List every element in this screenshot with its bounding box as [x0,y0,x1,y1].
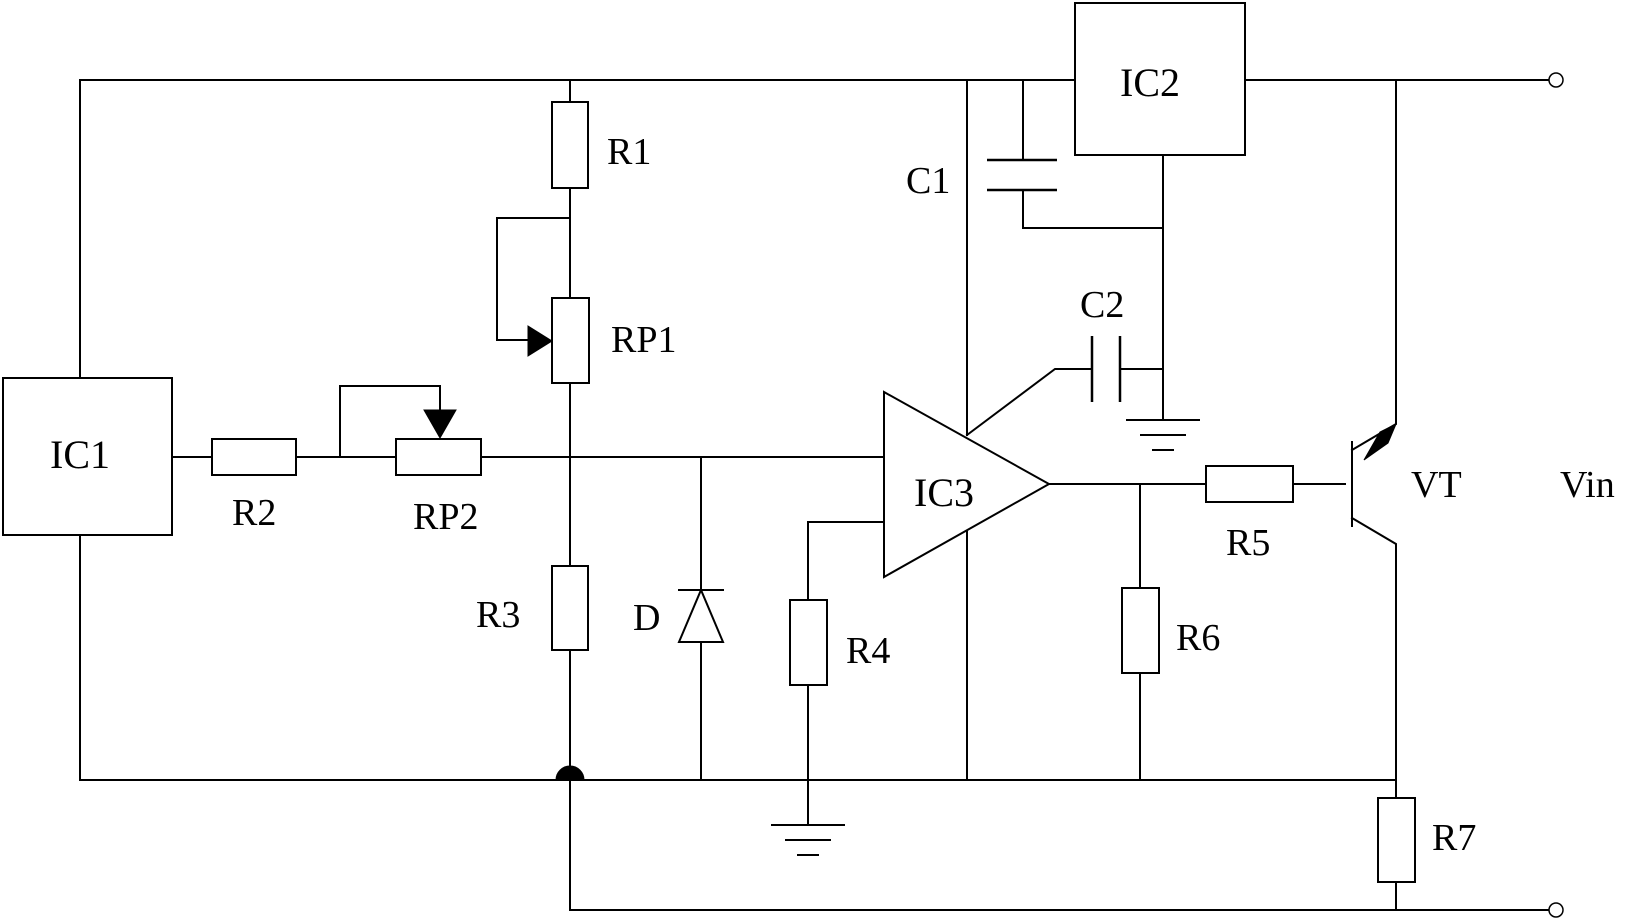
wire-rp1-wiper-loop [496,217,571,341]
ic2-label: IC2 [1120,60,1180,105]
wire-vt-emitter [1350,79,1397,452]
rp2-label: RP2 [413,496,478,538]
terminal-bottom [1548,902,1564,918]
rp2-wiper-arrow [423,409,457,440]
resistor-r1 [551,101,589,189]
wire-c2-left [965,368,1093,437]
wire-rp2-wiper-loop [339,385,441,458]
ic1-block [2,377,173,536]
c1-label: C1 [906,160,950,202]
r1-label: R1 [607,131,651,173]
r5-label: R5 [1226,522,1270,564]
resistor-r4 [789,599,828,686]
potentiometer-rp1 [551,297,590,384]
resistor-r7 [1377,797,1416,883]
rp1-wiper-arrow [527,325,553,357]
r2-label: R2 [232,492,276,534]
wire-ic3-minus-r4 [807,521,885,601]
r7-label: R7 [1432,817,1476,859]
ic2-block [1074,2,1246,156]
potentiometer-rp2 [395,438,482,476]
ic3-label: IC3 [914,470,974,515]
wire-vt-collector [1350,516,1397,799]
ground-ic2 [1126,419,1200,451]
resistor-r3 [551,565,589,651]
wires [79,79,1551,911]
diode-d [677,587,725,643]
rp1-label: RP1 [611,319,676,361]
vin-label: Vin [1560,464,1615,506]
wire-c1-bottom [1022,189,1164,229]
c2-label: C2 [1080,284,1124,326]
vt-emitter-arrow [1363,422,1397,461]
ic1-label: IC1 [50,432,110,477]
ic3-opamp [883,390,1052,579]
resistor-r2 [211,438,297,476]
r3-label: R3 [476,594,520,636]
resistor-r5 [1205,465,1294,503]
ground-r4 [771,824,845,856]
wire-crossover-junction [555,765,585,781]
r6-label: R6 [1176,617,1220,659]
terminal-top [1548,72,1564,88]
vt-label: VT [1411,464,1462,506]
r4-label: R4 [846,630,890,672]
resistor-r6 [1121,587,1160,674]
d-label: D [633,597,660,639]
